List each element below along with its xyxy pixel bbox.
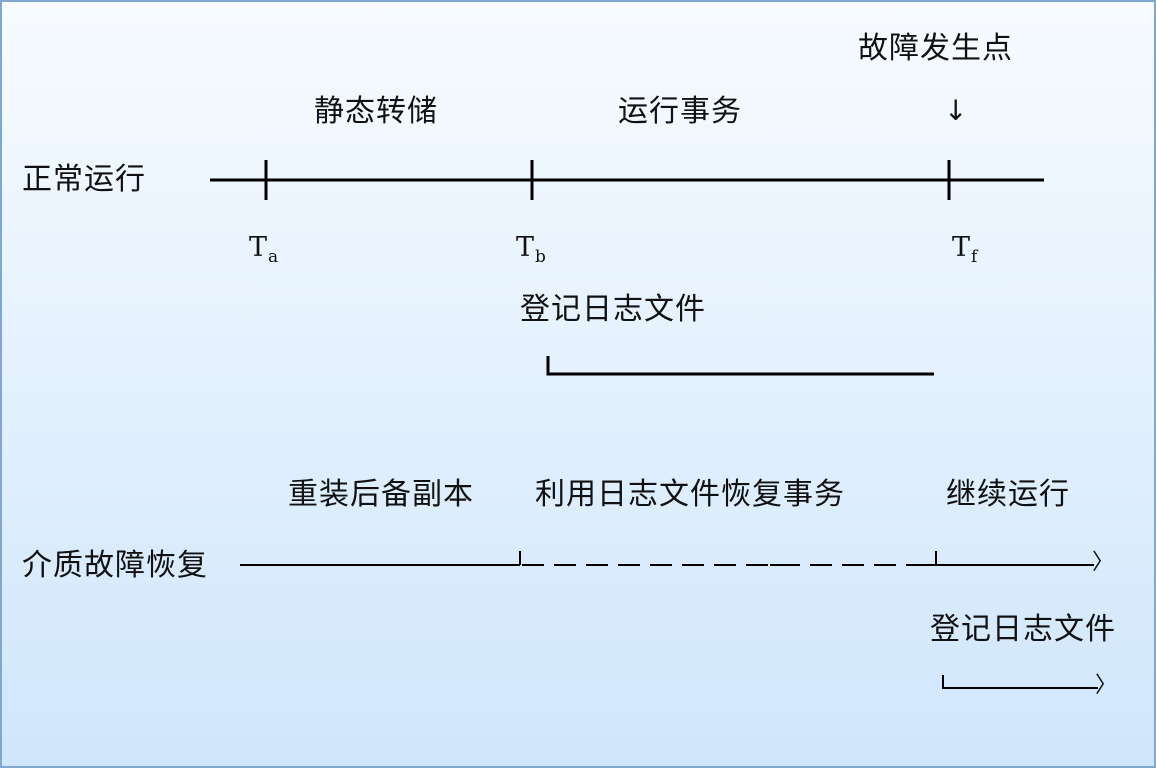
reload-backup-label: 重装后备副本 [288,477,474,512]
recovery-arrow-end: 〉 [1092,550,1116,575]
tick-label-ta: Ta [249,232,279,267]
tick-label-tb: Tb [516,232,546,267]
recovery-log-bracket [942,675,1098,689]
static-dump-label: 静态转储 [314,94,438,129]
normal-log-bracket [546,356,934,376]
fault-point-label: 故障发生点 [858,31,1013,66]
media-recovery-row-label: 介质故障恢复 [22,548,208,583]
continue-run-label: 继续运行 [946,477,1070,512]
recovery-log-label: 登记日志文件 [930,612,1116,647]
recover-with-log-label: 利用日志文件恢复事务 [535,477,845,512]
recovery-log-arrow-end: 〉 [1095,673,1119,698]
normal-run-row-label: 正常运行 [22,162,146,197]
fault-arrow: ↓ [944,94,969,127]
tick-label-tf: Tf [952,232,978,267]
normal-log-label: 登记日志文件 [520,292,706,327]
run-transactions-label: 运行事务 [618,94,742,129]
